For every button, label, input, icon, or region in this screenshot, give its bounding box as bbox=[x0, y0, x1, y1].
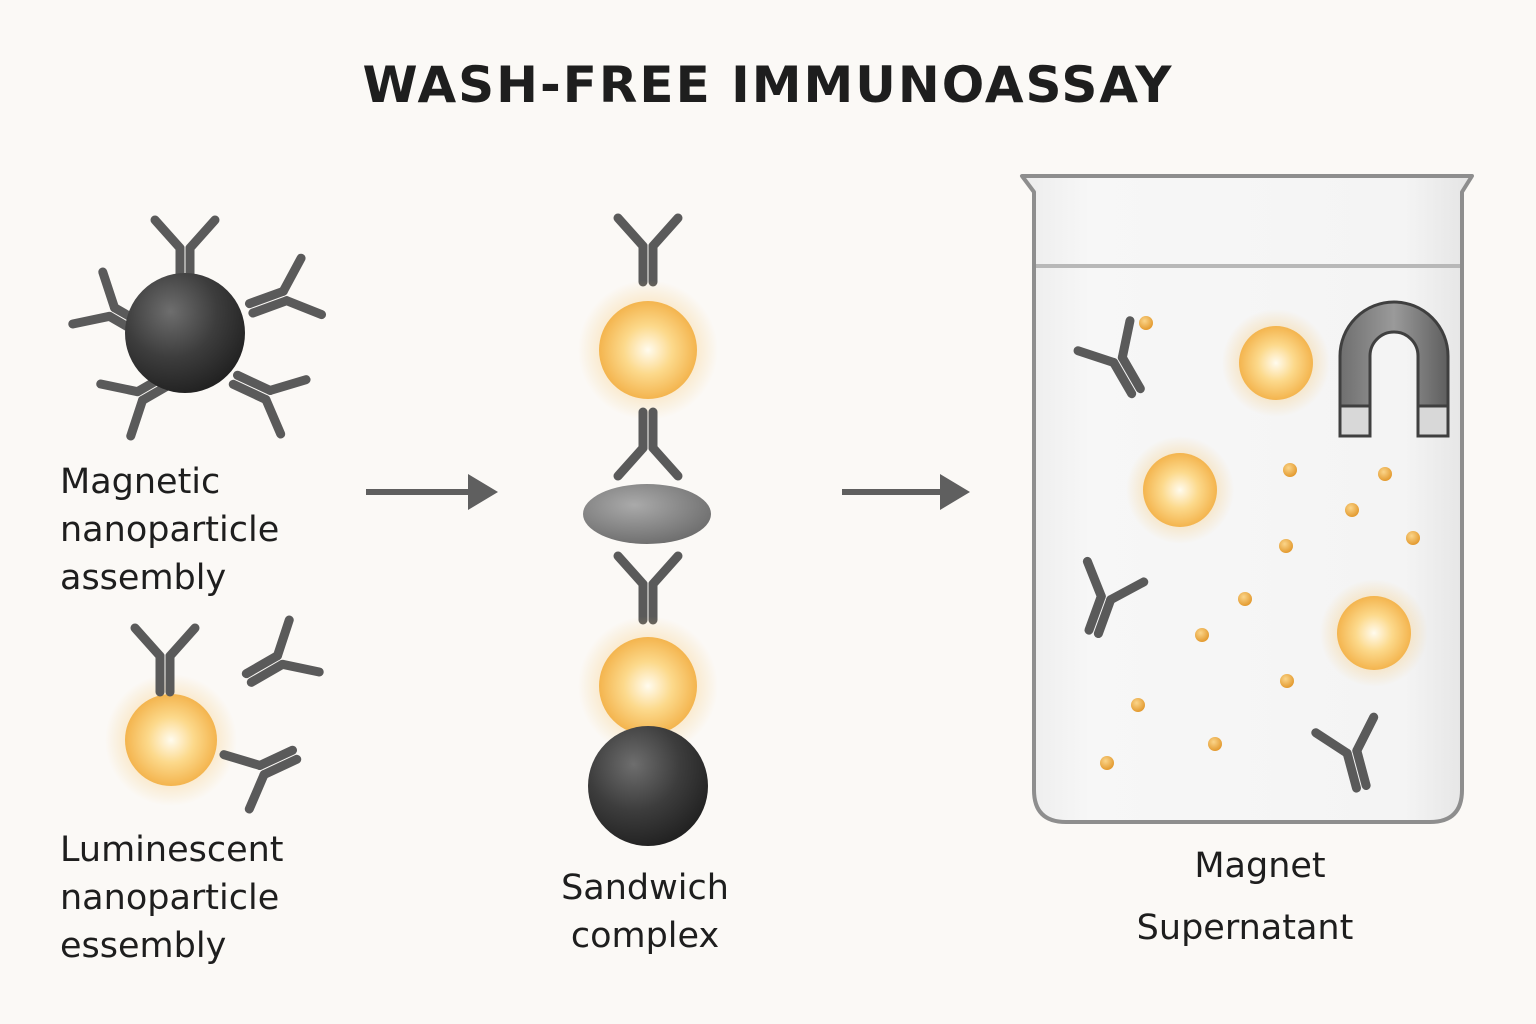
antibody-icon bbox=[234, 620, 319, 704]
horseshoe-magnet-icon bbox=[1338, 300, 1450, 438]
luminescent-nanoparticle-icon bbox=[599, 301, 697, 399]
antibody-icon bbox=[618, 218, 678, 282]
magnet-label: Magnet bbox=[1194, 846, 1326, 886]
sandwich-complex bbox=[578, 218, 718, 846]
luminescent-nanoparticle-icon bbox=[1239, 326, 1313, 400]
antibody-icon bbox=[618, 412, 678, 476]
arrow-right-icon bbox=[366, 474, 498, 510]
antibody-icon bbox=[241, 258, 322, 336]
supernatant-label: Supernatant bbox=[1136, 908, 1354, 948]
luminescent-nanoparticle-icon bbox=[1337, 596, 1411, 670]
luminescent-assembly-label: Luminescent nanoparticle essembly bbox=[60, 830, 284, 966]
magnetic-nanoparticle-assembly bbox=[73, 220, 322, 436]
luminescent-nanoparticle-assembly bbox=[105, 620, 319, 809]
luminescent-dot bbox=[1139, 316, 1153, 330]
luminescent-dot bbox=[1280, 674, 1294, 688]
luminescent-dot bbox=[1238, 592, 1252, 606]
luminescent-dot bbox=[1283, 463, 1297, 477]
luminescent-nanoparticle-icon bbox=[599, 637, 697, 735]
sandwich-complex-label: Sandwich complex bbox=[561, 868, 729, 956]
magnetic-nanoparticle-icon bbox=[125, 273, 245, 393]
antigen-icon bbox=[583, 484, 711, 544]
luminescent-nanoparticle-icon bbox=[125, 694, 217, 786]
luminescent-nanoparticle-icon bbox=[1143, 453, 1217, 527]
antibody-icon bbox=[618, 556, 678, 620]
luminescent-dot bbox=[1378, 467, 1392, 481]
luminescent-dot bbox=[1195, 628, 1209, 642]
magnetic-assembly-label: Magnetic nanoparticle assembly bbox=[60, 462, 280, 598]
luminescent-dot bbox=[1406, 531, 1420, 545]
arrow-right-icon bbox=[842, 474, 970, 510]
luminescent-dot bbox=[1279, 539, 1293, 553]
luminescent-dot bbox=[1100, 756, 1114, 770]
beaker-icon bbox=[1020, 174, 1474, 824]
luminescent-dot bbox=[1208, 737, 1222, 751]
supernatant-contents bbox=[1065, 309, 1428, 795]
diagram-title: WASH-FREE IMMUNOASSAY bbox=[362, 56, 1174, 114]
luminescent-dot bbox=[1131, 698, 1145, 712]
magnetic-nanoparticle-icon bbox=[588, 726, 708, 846]
luminescent-dot bbox=[1345, 503, 1359, 517]
